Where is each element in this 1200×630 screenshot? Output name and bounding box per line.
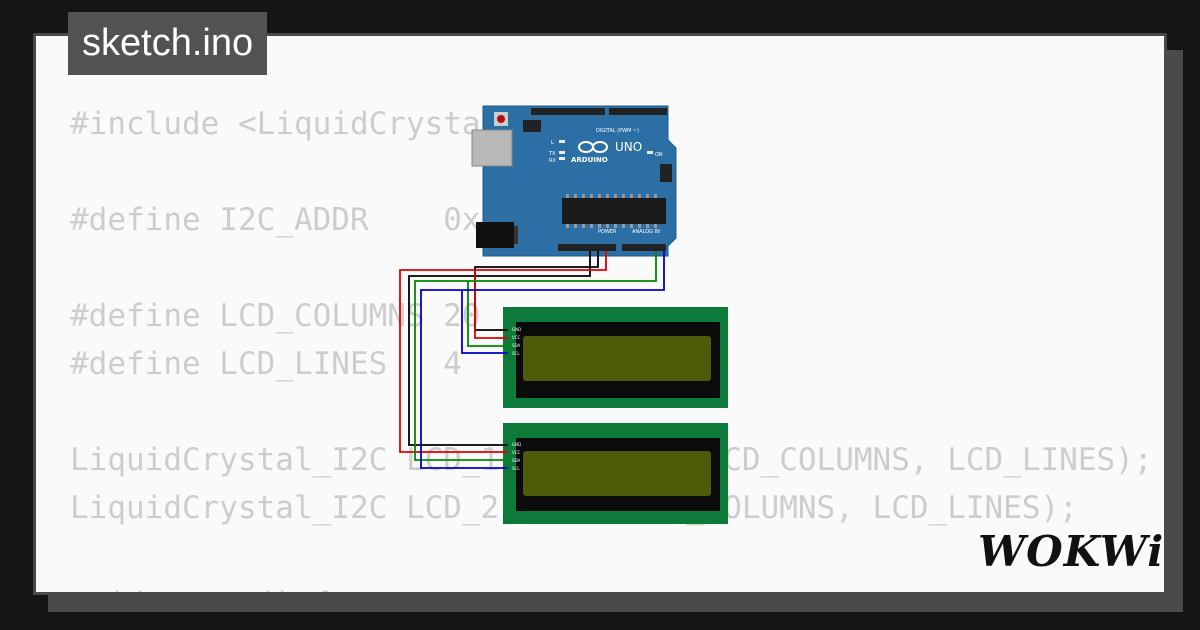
svg-text:SCL: SCL <box>512 351 520 356</box>
file-tab[interactable]: sketch.ino <box>68 12 268 75</box>
l-label: L <box>551 140 554 146</box>
lcd2-pin-labels: GND VCC SDA SCL <box>512 442 521 471</box>
digital-label: DIGITAL (PWM ~) <box>596 128 639 134</box>
svg-text:SCL: SCL <box>512 466 520 471</box>
wokwi-logo: WOKWi <box>978 527 1165 576</box>
digital-header-left <box>531 108 605 115</box>
wire-sda-lcd1 <box>467 281 508 347</box>
icsp-header <box>523 120 672 182</box>
code-line: #define LCD_LINES 4 <box>70 346 462 382</box>
wire-sda-lcd2 <box>414 251 657 461</box>
wire-vcc-lcd2 <box>399 251 607 453</box>
atmega-chip <box>562 198 666 224</box>
led-l <box>559 140 565 143</box>
analog-label: ANALOG IN <box>632 229 660 235</box>
analog-header <box>622 244 666 251</box>
lcd-screen <box>523 451 711 496</box>
lcd-display-2[interactable]: GND VCC SDA SCL <box>503 423 728 524</box>
svg-text:GND: GND <box>512 442 521 447</box>
on-label: ON <box>655 152 663 158</box>
svg-text:SDA: SDA <box>512 343 521 348</box>
usb-port <box>471 129 513 167</box>
lcd-screen <box>523 336 711 381</box>
code-line: void setup() { <box>70 586 331 592</box>
board-name: ARDUINO <box>571 156 608 164</box>
wire-scl-lcd1 <box>461 290 508 354</box>
svg-text:SDA: SDA <box>512 458 521 463</box>
tx-label: TX <box>548 151 556 157</box>
arduino-uno-board[interactable]: UNO ARDUINO DIGITAL (PWM ~) POWER ANALOG… <box>471 105 677 257</box>
led-rx <box>559 157 565 160</box>
wires <box>399 251 665 469</box>
svg-text:GND: GND <box>512 327 521 332</box>
led-tx <box>559 151 565 154</box>
svg-text:VCC: VCC <box>512 450 521 455</box>
svg-text:VCC: VCC <box>512 335 521 340</box>
wire-scl-lcd2 <box>420 251 665 469</box>
wire-gnd-lcd1 <box>474 251 599 331</box>
power-jack <box>476 222 514 248</box>
power-header <box>558 244 616 251</box>
led-on <box>647 151 653 154</box>
wire-vcc-lcd1 <box>474 270 508 339</box>
lcd-display-1[interactable]: GND VCC SDA SCL <box>503 307 728 408</box>
arduino-logo-icon <box>578 141 608 153</box>
wire-gnd-lcd2 <box>408 251 591 446</box>
lcd1-pin-labels: GND VCC SDA SCL <box>512 327 521 356</box>
rx-label: RX <box>549 158 556 164</box>
digital-header-right <box>609 108 667 115</box>
board-model: UNO <box>615 140 642 154</box>
power-label: POWER <box>598 229 617 235</box>
